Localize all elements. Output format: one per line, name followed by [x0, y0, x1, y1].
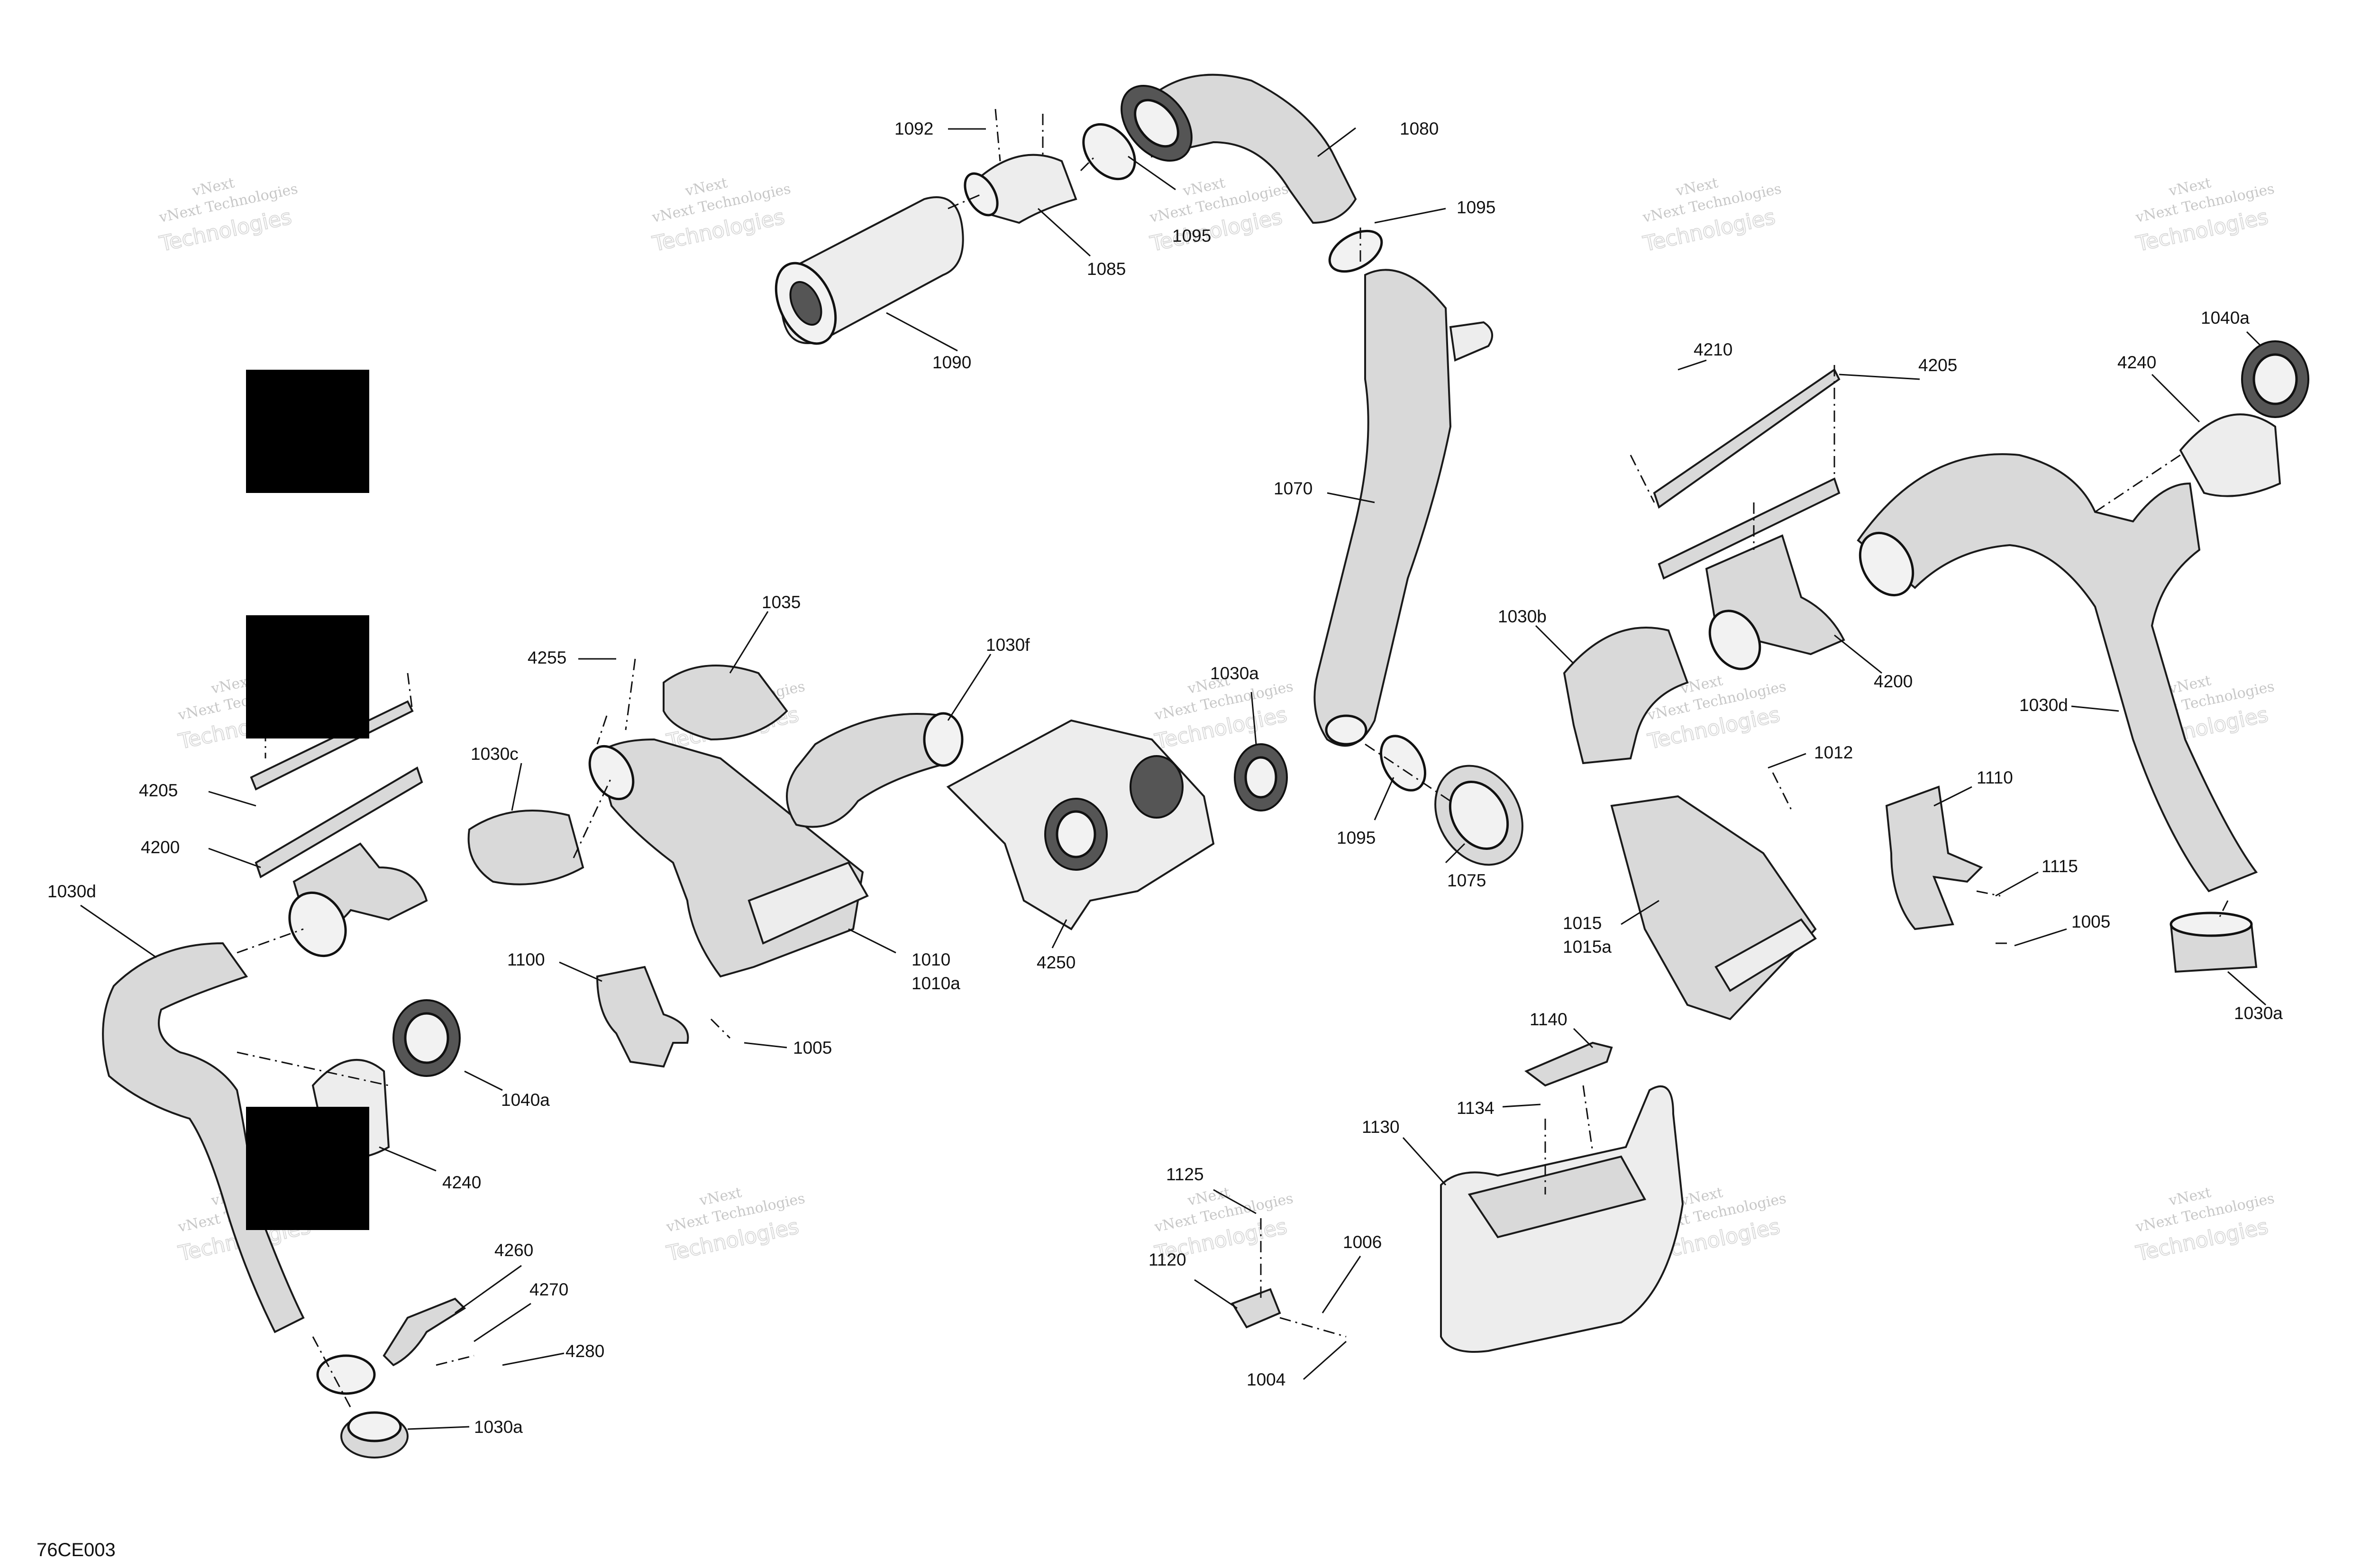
- watermark: vNext vNext Technologies Technologies: [650, 174, 793, 257]
- duct-1030f: [786, 712, 964, 828]
- callout-1030c: 1030c: [471, 744, 519, 764]
- clip-1120: [1231, 1288, 1281, 1329]
- strap-4260: [316, 1297, 466, 1395]
- callout-1140: 1140: [1530, 1010, 1568, 1029]
- callout-4240: 4240: [2117, 353, 2156, 372]
- bracket-1100: [596, 966, 689, 1068]
- callout-1030b: 1030b: [1498, 607, 1547, 626]
- callout-1070: 1070: [1274, 479, 1313, 498]
- callout-1030a: 1030a: [474, 1417, 523, 1437]
- watermark: vNext vNext Technologies Technologies: [1148, 174, 1290, 257]
- callout-4205: 4205: [1918, 356, 1957, 375]
- callout-4200: 4200: [1874, 672, 1913, 691]
- bezel-4240-right: [2179, 413, 2281, 497]
- clamp-1095-mid: [1328, 229, 1383, 273]
- callout-1006: 1006: [1343, 1232, 1382, 1252]
- redaction-box: [246, 370, 369, 493]
- elbow-1030b: [1563, 627, 1689, 765]
- callout-1010: 1010: [912, 950, 950, 969]
- callout-4210: 4210: [1694, 340, 1732, 359]
- callout-1095: 1095: [1172, 226, 1211, 246]
- callout-1030a: 1030a: [1210, 664, 1259, 683]
- callout-1125: 1125: [1166, 1165, 1204, 1184]
- callout-1005: 1005: [2071, 912, 2110, 931]
- panel-4250: [946, 719, 1215, 930]
- vent-1040a-left: [392, 999, 461, 1077]
- watermark: vNext vNext Technologies Technologies: [2133, 1184, 2276, 1267]
- callout-4240: 4240: [442, 1173, 481, 1192]
- callout-4205: 4205: [139, 781, 178, 800]
- redaction-boxes: [246, 370, 369, 1230]
- watermark: vNext vNext Technologies Technologies: [2133, 174, 2276, 257]
- callout-1110: 1110: [1977, 768, 2013, 787]
- callout-4255: 4255: [528, 648, 566, 667]
- callout-1010a: 1010a: [912, 974, 960, 993]
- parts: [102, 73, 2309, 1459]
- vent-1030a-mid: [1234, 743, 1288, 811]
- callout-4250: 4250: [1037, 953, 1076, 972]
- callout-1115: 1115: [2042, 857, 2078, 876]
- plenum-4200-right: [1705, 534, 1845, 670]
- tube-1070: [1313, 269, 1493, 747]
- callout-1130: 1130: [1362, 1117, 1400, 1137]
- leader-lines: [80, 127, 2266, 1430]
- callout-1030d: 1030d: [2019, 695, 2068, 715]
- elbow-1085: [964, 154, 1077, 224]
- callout-1100: 1100: [507, 950, 545, 969]
- callout-1040a: 1040a: [2201, 308, 2250, 328]
- callout-1030f: 1030f: [986, 635, 1030, 655]
- callout-1095: 1095: [1457, 198, 1495, 217]
- callout-1004: 1004: [1247, 1370, 1285, 1389]
- rail-4205-right: [1653, 368, 1841, 580]
- watermark: vNext vNext Technologies Technologies: [157, 174, 300, 257]
- duct-1035: [663, 665, 788, 741]
- callout-1095: 1095: [1337, 828, 1376, 848]
- assembly-lines: [237, 109, 2229, 1408]
- callout-1090: 1090: [932, 353, 971, 372]
- redaction-box: [246, 1107, 369, 1230]
- callout-4200: 4200: [141, 838, 180, 857]
- clamp-1095-bottom: [1380, 735, 1426, 792]
- callout-1030a: 1030a: [2234, 1003, 2283, 1023]
- boot-1075: [1434, 765, 1523, 866]
- redaction-box: [246, 615, 369, 738]
- vent-1030a-left: [340, 1411, 409, 1459]
- callout-1092: 1092: [894, 119, 933, 138]
- callout-1005: 1005: [793, 1038, 832, 1057]
- callout-1040a: 1040a: [501, 1090, 550, 1110]
- bracket-1140: [1524, 1041, 1613, 1087]
- vent-1040a-right: [2241, 340, 2309, 418]
- callout-1030d: 1030d: [47, 882, 96, 901]
- tube-1030d-right: [1857, 453, 2258, 893]
- callout-1035: 1035: [762, 593, 801, 612]
- housing-1015: [1610, 795, 1817, 1021]
- callout-4260: 4260: [494, 1240, 533, 1260]
- tray-1130: [1440, 1085, 1684, 1353]
- diagram-code: 76CE003: [36, 1540, 116, 1560]
- callout-labels: 1092 1080 1095 1095 1085 1090 4210 4205 …: [47, 119, 2283, 1437]
- callout-4270: 4270: [529, 1280, 568, 1299]
- callout-1015a: 1015a: [1563, 937, 1612, 957]
- callout-1080: 1080: [1400, 119, 1439, 138]
- callout-1015: 1015: [1563, 913, 1602, 933]
- watermark: vNext vNext Technologies Technologies: [1641, 174, 1783, 257]
- watermarks: vNext vNext Technologies Technologies vN…: [157, 174, 2276, 1267]
- callout-1075: 1075: [1447, 871, 1486, 890]
- airbox-1010: [588, 738, 869, 978]
- callout-4280: 4280: [565, 1341, 604, 1361]
- clamp-1095-top: [1082, 123, 1136, 181]
- vent-1030a-right: [2169, 912, 2258, 973]
- callout-1085: 1085: [1087, 259, 1126, 279]
- callout-1134: 1134: [1457, 1098, 1495, 1118]
- callout-1012: 1012: [1814, 743, 1853, 762]
- watermark: vNext vNext Technologies Technologies: [664, 1184, 807, 1267]
- plenum-4200-left: [288, 842, 428, 957]
- intake-duct-1080: [1121, 73, 1357, 224]
- duct-1030c: [467, 810, 584, 885]
- bracket-1110: [1885, 785, 1983, 930]
- callout-1120: 1120: [1149, 1250, 1186, 1269]
- air-filter-1090: [775, 196, 964, 345]
